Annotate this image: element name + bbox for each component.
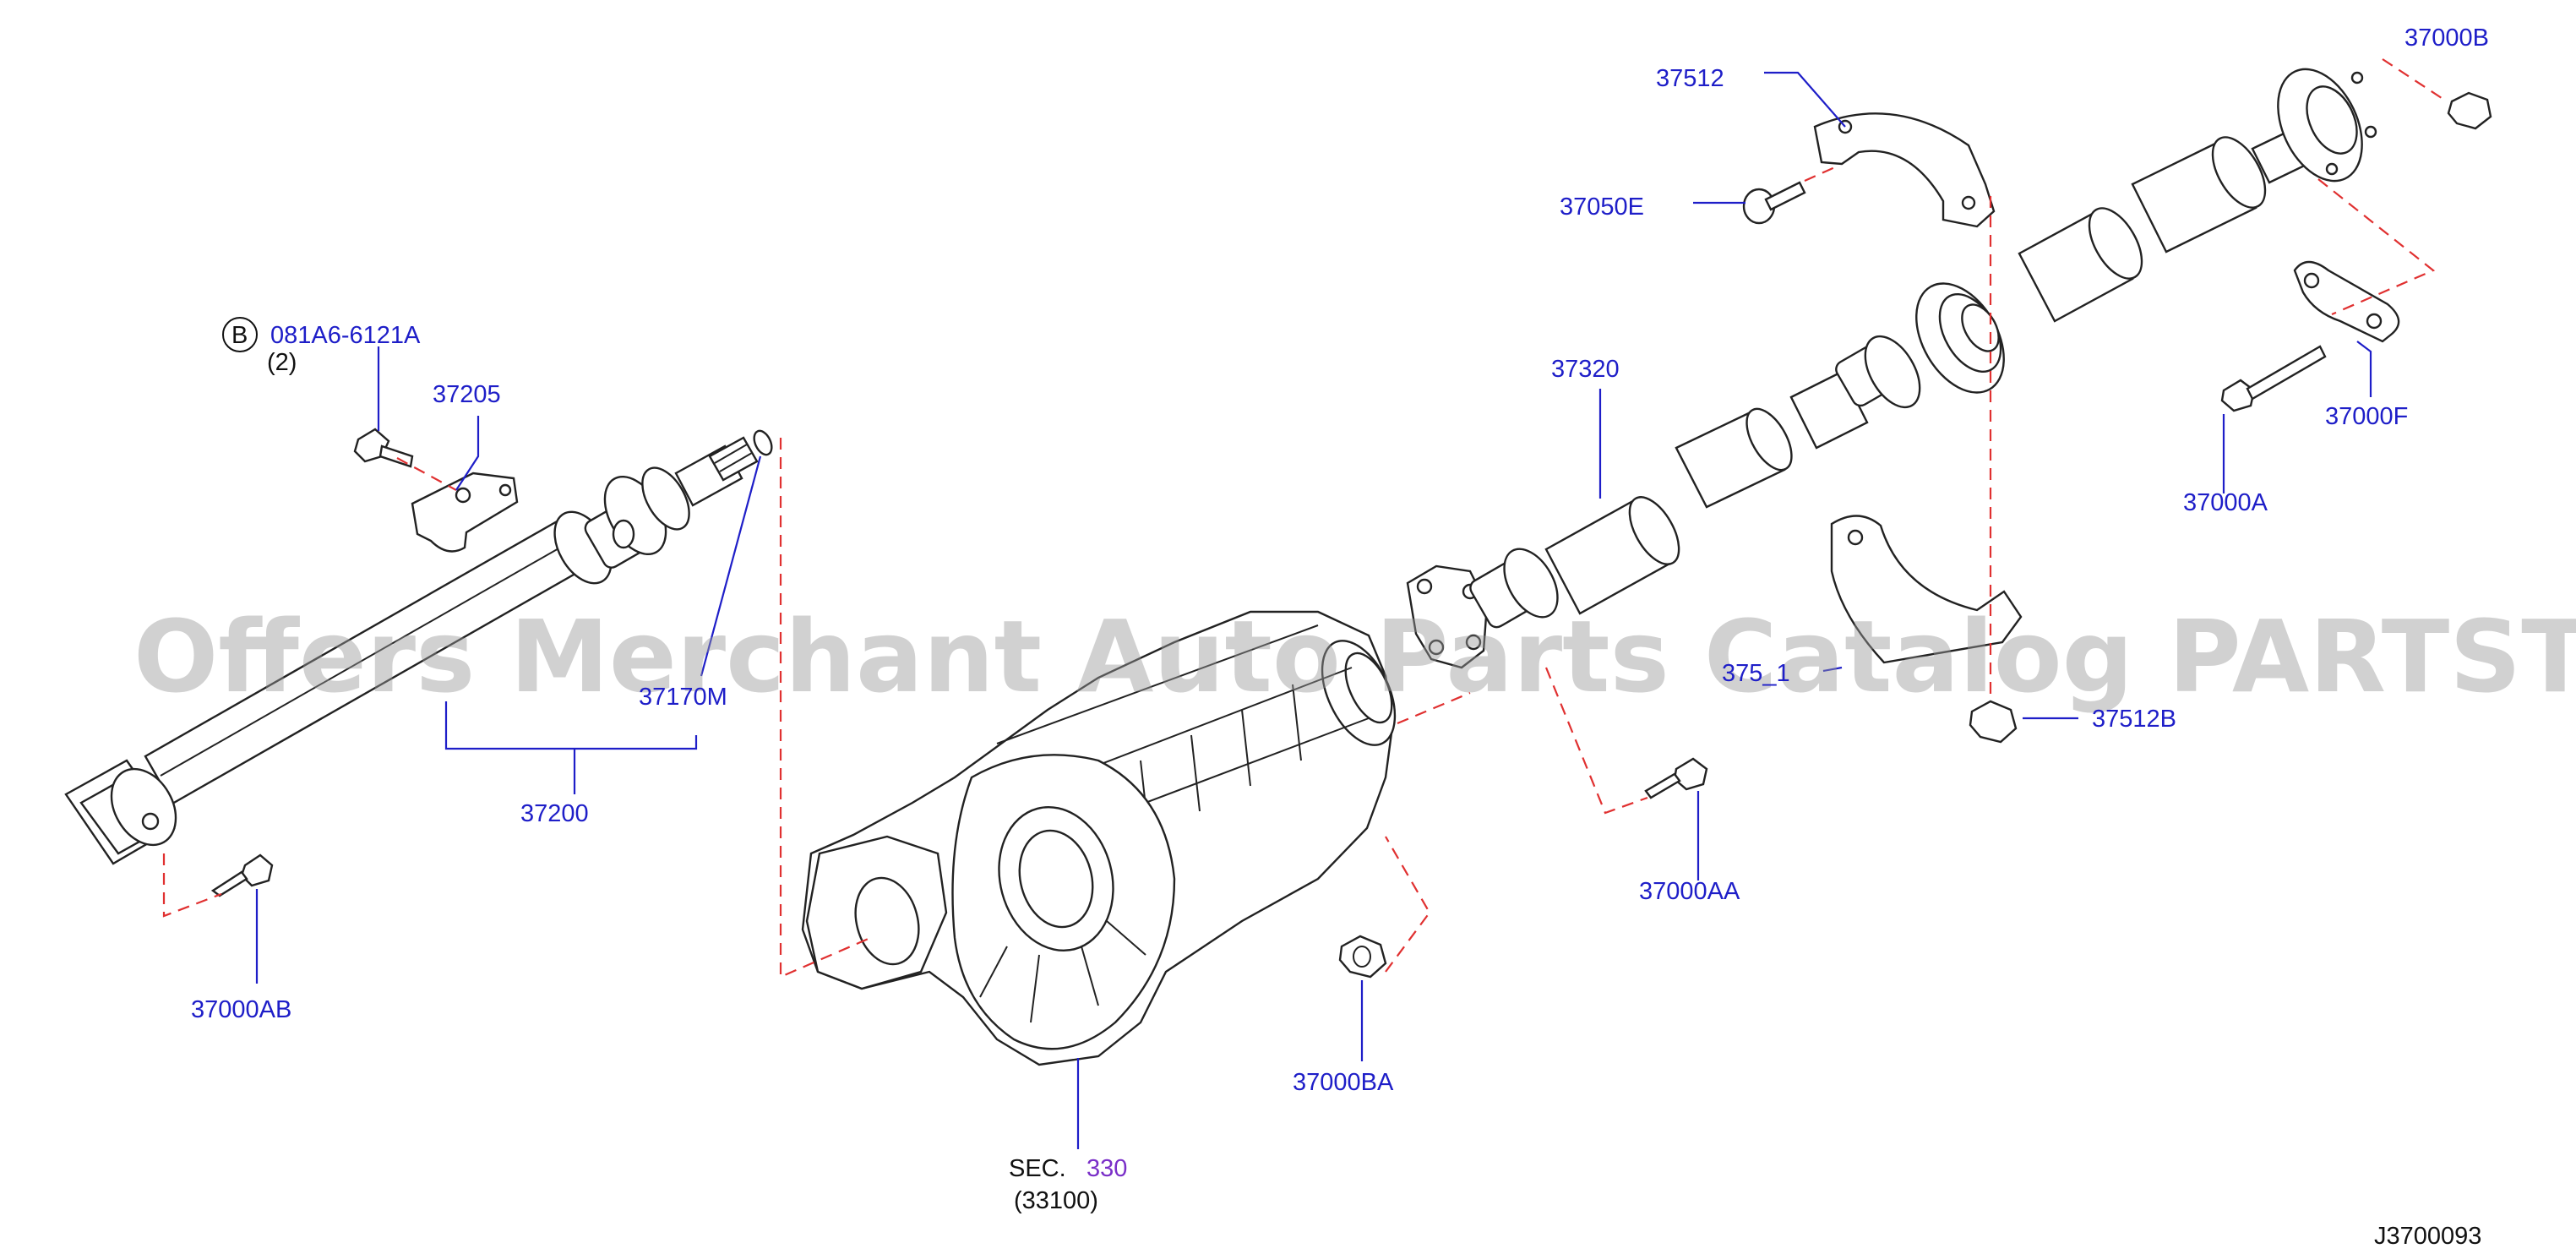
section-subcode: (33100) xyxy=(1014,1187,1098,1214)
bracket-37205[interactable] xyxy=(411,472,519,553)
diagram-id: J3700093 xyxy=(2374,1223,2481,1250)
callout-37000f[interactable]: 37000F xyxy=(2325,403,2408,430)
callout-375-1[interactable]: 375_1 xyxy=(1722,660,1790,687)
callout-37170m[interactable]: 37170M xyxy=(639,684,727,711)
callout-37512b[interactable]: 37512B xyxy=(2092,706,2176,733)
nut-37512b[interactable] xyxy=(1969,700,2018,744)
callout-37000ab[interactable]: 37000AB xyxy=(191,996,291,1023)
bolt-37000aa[interactable] xyxy=(1644,757,1708,799)
screw-37050e[interactable] xyxy=(1742,181,1806,225)
front-propeller-shaft[interactable] xyxy=(64,436,759,865)
bolt-marker-circle xyxy=(222,317,258,352)
nut-37000b[interactable] xyxy=(2447,91,2492,130)
bracket-375-1[interactable] xyxy=(1830,515,2023,664)
o-ring[interactable] xyxy=(751,428,776,458)
callout-37320[interactable]: 37320 xyxy=(1551,356,1620,383)
callout-37200[interactable]: 37200 xyxy=(520,800,589,827)
bolt-37000ab[interactable] xyxy=(210,853,274,897)
callout-37205[interactable]: 37205 xyxy=(433,381,501,408)
bolt-marker-letter: B xyxy=(231,322,248,349)
callout-37000a[interactable]: 37000A xyxy=(2183,489,2268,516)
assembly-guides xyxy=(162,58,2448,979)
nut-37000ba[interactable] xyxy=(1338,935,1387,979)
section-number-link[interactable]: 330 xyxy=(1086,1155,1127,1182)
callout-081a6-6121a[interactable]: 081A6-6121A xyxy=(270,322,421,349)
transfer-case[interactable] xyxy=(801,610,1410,1066)
callout-bolt-quantity: (2) xyxy=(267,349,297,376)
callout-37000b[interactable]: 37000B xyxy=(2404,25,2489,52)
gasket-37000f[interactable] xyxy=(2293,260,2400,343)
bolt-37000a[interactable] xyxy=(2220,345,2327,412)
section-prefix: SEC. xyxy=(1009,1155,1066,1182)
leader-lines xyxy=(255,71,2372,1149)
callout-37000aa[interactable]: 37000AA xyxy=(1639,878,1740,905)
callout-37000ba[interactable]: 37000BA xyxy=(1293,1069,1394,1096)
bracket-37512[interactable] xyxy=(1813,112,1996,228)
watermark-text: Offers Merchant Auto Parts Catalog PARTS… xyxy=(133,598,2576,715)
callout-37512[interactable]: 37512 xyxy=(1656,65,1724,92)
callout-37050e[interactable]: 37050E xyxy=(1560,194,1644,221)
rear-propeller-shaft[interactable] xyxy=(1406,56,2378,669)
